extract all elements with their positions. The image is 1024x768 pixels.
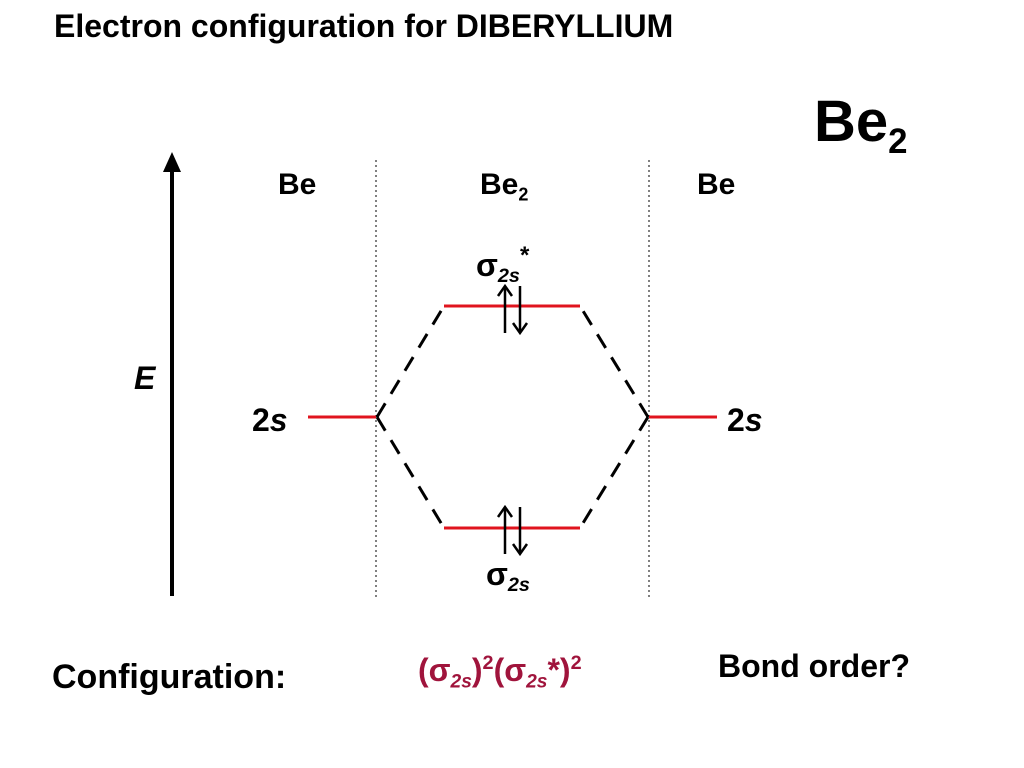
- energy-axis-label: E: [134, 360, 156, 396]
- ao-right-letter: s: [744, 402, 763, 438]
- spin-up-arrow: [496, 504, 514, 554]
- config-term2-subscript: 2s: [526, 671, 548, 693]
- config-term2-star: *: [547, 652, 560, 688]
- correlation-lines: [375, 305, 650, 529]
- config-term1-subscript: 2s: [450, 671, 472, 693]
- antibonding-symbol: σ: [476, 247, 498, 284]
- spin-down-arrow: [511, 286, 529, 336]
- ao-left-number: 2: [252, 402, 270, 438]
- column-label-right: Be: [697, 168, 736, 201]
- config-term1-symbol: σ: [428, 652, 451, 688]
- bonding-symbol: σ: [486, 556, 508, 592]
- column-center-base: Be: [480, 168, 519, 201]
- configuration-label: Configuration:: [52, 658, 287, 696]
- bonding-electron-pair: [496, 504, 529, 557]
- antibonding-subscript: 2s: [497, 265, 520, 288]
- energy-axis-arrow: [163, 152, 181, 596]
- ao-left-letter: s: [269, 402, 288, 438]
- spin-up-arrow: [496, 283, 514, 333]
- column-label-center: Be2: [480, 168, 528, 205]
- ao-right-number: 2: [727, 402, 745, 438]
- atomic-orbital-label-left: 2s: [252, 402, 288, 439]
- molecule-label: Be2: [814, 88, 908, 162]
- bond-order-question: Bond order?: [718, 648, 910, 684]
- antibonding-electron-pair: [496, 283, 529, 336]
- bonding-subscript: 2s: [507, 573, 530, 596]
- config-term1-power: 2: [482, 652, 494, 675]
- configuration-value: (σ2s)2(σ2s*)2: [418, 652, 582, 693]
- spin-down-arrow: [511, 507, 529, 557]
- page-title: Electron configuration for DIBERYLLIUM: [54, 8, 674, 44]
- antibonding-star: *: [519, 242, 530, 269]
- atomic-orbital-label-right: 2s: [727, 402, 763, 439]
- column-label-left: Be: [278, 168, 317, 201]
- config-term2-power: 2: [570, 652, 582, 675]
- bonding-orbital-label: σ2s: [486, 556, 530, 597]
- antibonding-orbital-label: σ2s*: [476, 242, 529, 288]
- config-term2-symbol: σ: [504, 652, 527, 688]
- column-center-subscript: 2: [518, 184, 529, 205]
- molecule-subscript: 2: [888, 122, 908, 162]
- molecule-base: Be: [814, 89, 889, 154]
